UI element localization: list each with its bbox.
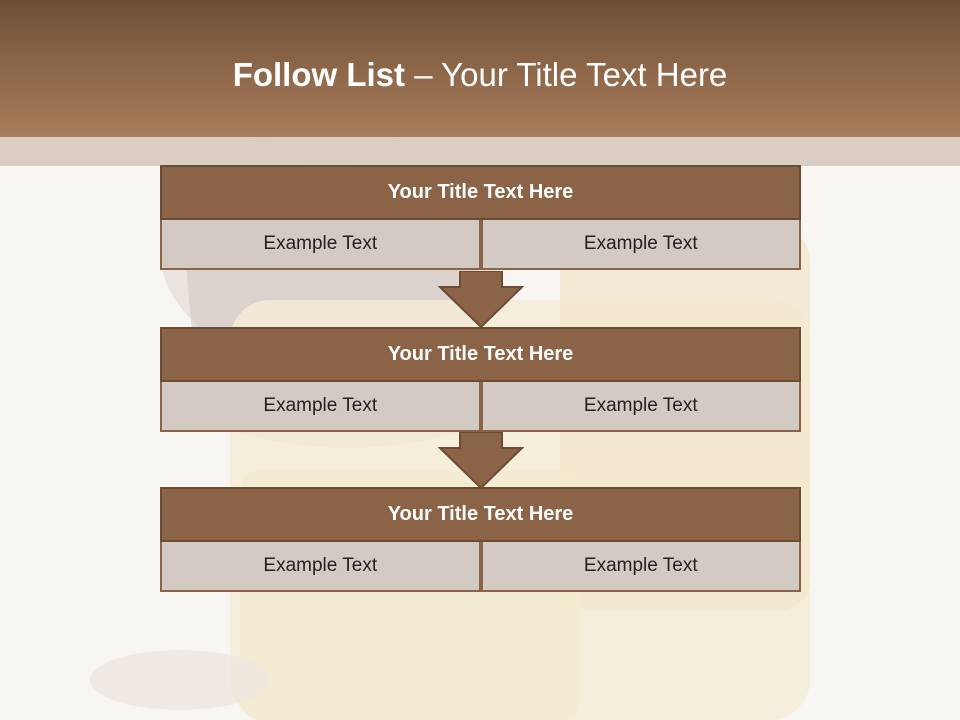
block-cell-right: Example Text — [480, 220, 801, 270]
block-row: Example Text Example Text — [160, 542, 801, 592]
list-block-2: Your Title Text Here Example Text Exampl… — [160, 327, 801, 432]
block-title: Your Title Text Here — [160, 487, 801, 542]
down-arrow-icon — [438, 432, 524, 490]
slide-title: Follow List – Your Title Text Here — [0, 56, 960, 94]
block-row: Example Text Example Text — [160, 220, 801, 270]
block-cell-right: Example Text — [480, 382, 801, 432]
list-block-3: Your Title Text Here Example Text Exampl… — [160, 487, 801, 592]
block-title: Your Title Text Here — [160, 165, 801, 220]
block-cell-left: Example Text — [160, 382, 481, 432]
block-cell-left: Example Text — [160, 220, 481, 270]
header-bar — [0, 0, 960, 137]
block-title: Your Title Text Here — [160, 327, 801, 382]
list-block-1: Your Title Text Here Example Text Exampl… — [160, 165, 801, 270]
block-row: Example Text Example Text — [160, 382, 801, 432]
block-cell-right: Example Text — [480, 542, 801, 592]
slide-title-rest: – Your Title Text Here — [405, 56, 728, 93]
header-strip — [0, 137, 960, 166]
slide-title-bold: Follow List — [232, 56, 406, 93]
block-cell-left: Example Text — [160, 542, 481, 592]
down-arrow-icon — [438, 271, 524, 329]
